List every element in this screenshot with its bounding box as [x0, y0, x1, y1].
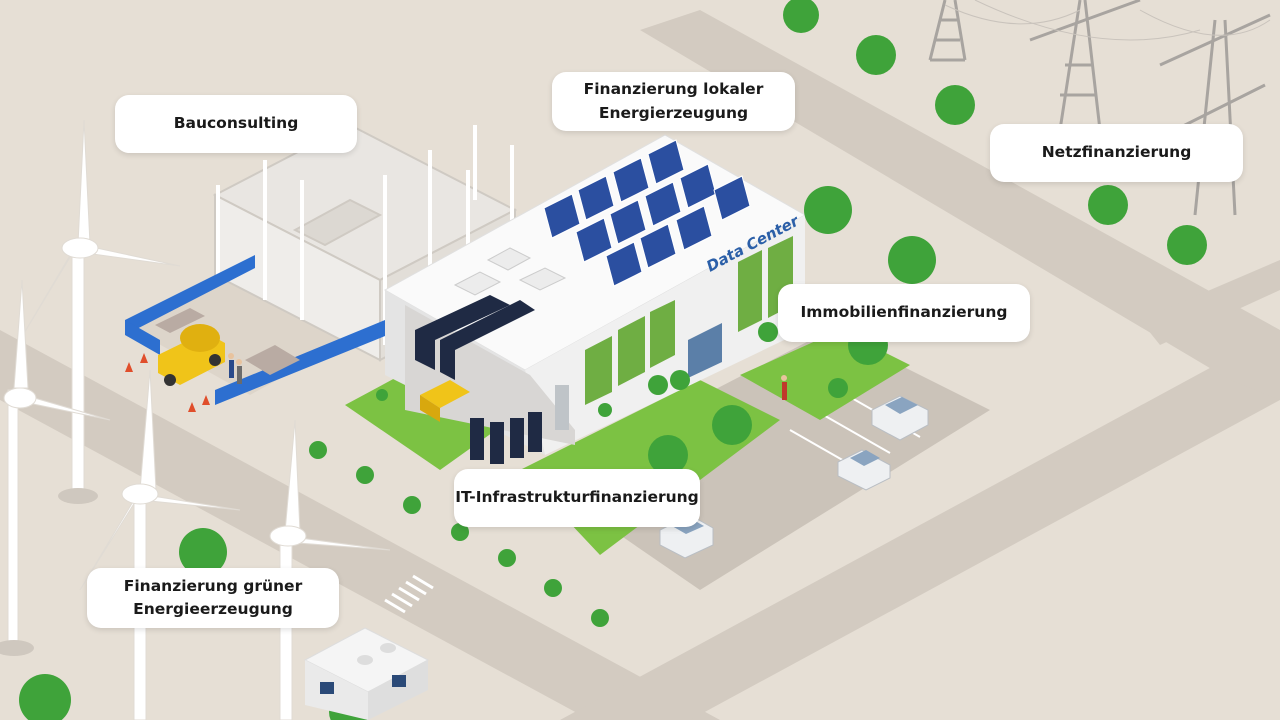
label-it-infrastruktur: IT-Infrastrukturfinanzierung: [454, 469, 700, 527]
label-immobilienfinanzierung-text: Immobilienfinanzierung: [800, 303, 1008, 322]
small-utility-building: [303, 627, 430, 720]
label-gruene-energie: Finanzierung grüner Energieerzeugung: [87, 568, 339, 628]
power-pylon-icon: [928, 0, 1271, 216]
pedestrian: [781, 375, 787, 400]
power-lines: [944, 0, 1271, 41]
electrical-cabinet: [555, 385, 569, 430]
label-lokale-energie-line2: Energierzeugung: [598, 103, 749, 122]
solar-panel-icon: [543, 139, 751, 287]
material-pallets: [155, 308, 300, 375]
worker-figures: [228, 353, 242, 384]
green-wall-panels: [585, 236, 793, 405]
roof-hvac-units: [453, 247, 567, 296]
road-network: [0, 10, 1280, 720]
label-gruene-energie-line2: Energieerzeugung: [133, 600, 293, 618]
building-entrance: [688, 323, 722, 378]
label-bauconsulting-text: Bauconsulting: [173, 114, 299, 133]
label-netzfinanzierung-text: Netzfinanzierung: [1041, 143, 1192, 162]
label-lokale-energie-line1: Finanzierung lokaler: [583, 80, 764, 99]
generator-unit: [420, 380, 470, 422]
data-center-building: Data Center: [383, 134, 807, 464]
label-netzfinanzierung: Netzfinanzierung: [990, 124, 1243, 182]
label-it-infrastruktur-text: IT-Infrastrukturfinanzierung: [455, 488, 699, 507]
wind-turbine-icon: [0, 119, 391, 720]
server-rack-icon: [415, 295, 542, 464]
crosswalk: [384, 574, 434, 614]
label-gruene-energie-line1: Finanzierung grüner: [123, 576, 303, 595]
construction-fence: [125, 255, 385, 405]
cement-mixer-icon: [158, 324, 225, 386]
label-lokale-energie: Finanzierung lokaler Energierzeugung: [552, 72, 795, 131]
label-immobilienfinanzierung: Immobilienfinanzierung: [778, 284, 1030, 342]
car-icon: [659, 395, 929, 559]
label-bauconsulting: Bauconsulting: [115, 95, 357, 153]
traffic-cones: [125, 353, 210, 412]
